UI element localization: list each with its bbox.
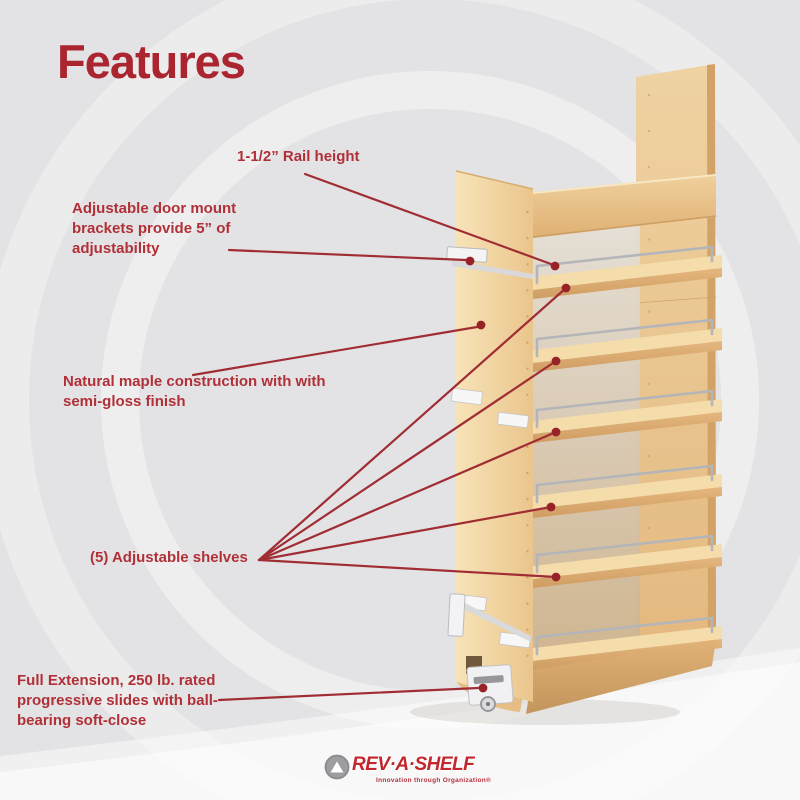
chrome-rail <box>535 318 714 358</box>
bottom-swoosh <box>0 662 800 800</box>
callout-text: progressive slides with ball- <box>17 692 218 709</box>
shelf <box>533 245 722 299</box>
left-panel <box>455 170 534 702</box>
callout-rail-height: 1-1/2” Rail height <box>237 147 360 167</box>
callout-dot-slides <box>478 683 488 693</box>
callout-line-shelf-3 <box>257 430 558 562</box>
brand-logo: REV·A·SHELF Innovation through Organizat… <box>312 748 492 794</box>
callout-dot-shelf-5 <box>551 572 561 582</box>
brand-name: REV·A·SHELF <box>352 754 475 775</box>
chrome-rail <box>535 616 714 656</box>
watermark-ring-inner <box>101 71 759 729</box>
callout-dot-shelf-3 <box>551 427 561 437</box>
callout-lines <box>191 172 553 702</box>
chrome-rail <box>535 464 714 504</box>
callout-text: adjustability <box>72 240 160 257</box>
callout-text: Full Extension, 250 lb. rated <box>17 672 216 689</box>
top-rail <box>532 174 717 238</box>
callout-text: bearing soft-close <box>17 712 147 729</box>
callout-text: Adjustable door mount <box>72 200 237 217</box>
back-panel <box>635 64 717 668</box>
callout-text: semi-gloss finish <box>63 393 186 410</box>
callout-dot-shelf-4 <box>546 502 556 512</box>
floor-shadow <box>410 699 680 725</box>
callout-adjustable-shelves: (5) Adjustable shelves <box>90 548 248 568</box>
callout-text: brackets provide 5” of <box>72 220 231 237</box>
callout-dot-rail-height <box>550 261 560 271</box>
door-mount-bracket-bottom <box>447 593 531 642</box>
callout-dots <box>465 256 560 693</box>
slide-mechanism <box>466 656 514 712</box>
chrome-rail <box>535 245 714 285</box>
callout-line-slides <box>217 686 480 702</box>
shelf-front-edge <box>533 487 722 518</box>
callout-text: (5) Adjustable shelves <box>90 549 248 566</box>
brand-tagline: Innovation through Organization® <box>376 777 492 784</box>
callout-dot-door-mount <box>465 256 475 266</box>
chrome-rail <box>535 534 714 574</box>
shelf-callout-fan <box>257 283 571 582</box>
callout-line-maple <box>191 325 479 377</box>
callout-line-shelf-2 <box>257 359 558 562</box>
mountain-icon <box>324 754 350 780</box>
chrome-rail <box>535 389 714 429</box>
shelf <box>533 464 722 518</box>
callout-line-door-mount <box>227 248 468 262</box>
callout-dot-shelf-1 <box>561 283 571 293</box>
adjustable-shelves <box>533 245 722 670</box>
callout-door-mount: Adjustable door mount brackets provide 5… <box>72 199 236 259</box>
shelf-front-edge <box>533 268 722 299</box>
shelf-front-edge <box>533 341 722 372</box>
base-front <box>526 640 716 714</box>
callout-dot-shelf-2 <box>551 356 561 366</box>
shelf <box>533 534 722 588</box>
shelf <box>533 616 722 670</box>
callout-maple-construction: Natural maple construction with with sem… <box>63 372 326 412</box>
shelf-front-edge <box>533 557 722 588</box>
callout-dot-maple <box>476 320 486 330</box>
callout-slides: Full Extension, 250 lb. rated progressiv… <box>17 671 218 731</box>
shelf-front-edge <box>533 639 722 670</box>
callout-line-shelf-5 <box>257 558 558 579</box>
callout-line-shelf-4 <box>257 505 553 562</box>
callout-text: Natural maple construction with with <box>63 373 326 390</box>
shelf <box>533 389 722 443</box>
page-title: Features <box>57 35 246 88</box>
callout-line-rail-height <box>303 172 553 266</box>
callout-text: 1-1/2” Rail height <box>237 148 360 165</box>
shelf-front-edge <box>533 412 722 443</box>
shelf <box>533 318 722 372</box>
callout-line-shelf-1 <box>257 286 568 562</box>
